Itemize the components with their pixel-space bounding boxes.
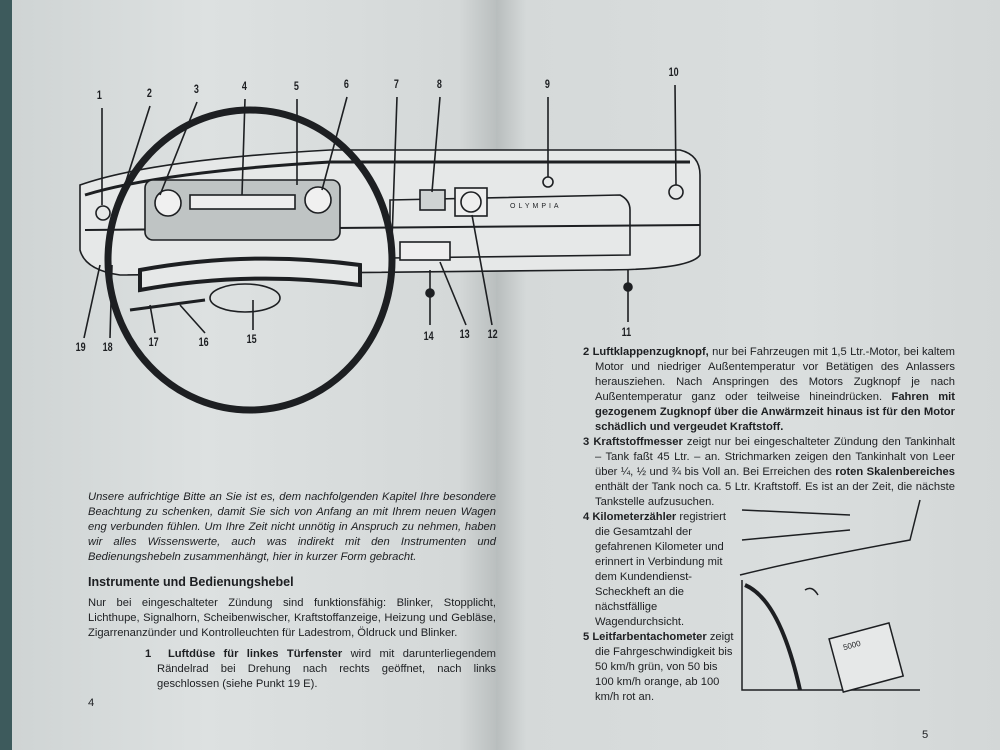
dashboard-badge: OLYMPIA bbox=[510, 203, 562, 210]
item-text: zeigt die Fahrgeschwindigkeit bis 50 km/… bbox=[595, 631, 734, 703]
intro-functions-paragraph: Nur bei eingeschalteter Zündung sind fun… bbox=[88, 597, 496, 639]
callout-15: 15 bbox=[246, 332, 257, 346]
item-number: 3 bbox=[583, 436, 590, 448]
item-text: enthält der Tank noch ca. 5 Ltr. Kraftst… bbox=[595, 481, 955, 508]
item-number: 2 bbox=[583, 346, 590, 358]
item-text: registriert die Gesamtzahl der gefahrene… bbox=[595, 511, 727, 628]
callout-5: 5 bbox=[293, 79, 299, 93]
item-number: 4 bbox=[583, 511, 590, 523]
intro-paragraph: Unsere aufrichtige Bitte an Sie ist es, … bbox=[88, 491, 496, 563]
callout-3: 3 bbox=[193, 82, 199, 96]
callout-16: 16 bbox=[198, 335, 209, 349]
section-heading: Instrumente und Bedienungshebel bbox=[88, 575, 294, 589]
item-bold-text: roten Skalenbereiches bbox=[835, 466, 955, 478]
callout-12: 12 bbox=[487, 327, 498, 341]
callout-17: 17 bbox=[148, 335, 159, 349]
callout-9: 9 bbox=[544, 77, 550, 91]
item-bold-text: Fahren mit gezogenem Zugknopf über die A… bbox=[595, 391, 955, 433]
right-page-text: 2 Luftklappenzugknopf, nur bei Fahrzeuge… bbox=[583, 345, 955, 705]
item-title: Luftdüse für linkes Türfenster bbox=[167, 648, 343, 660]
item-1: 1 Luftdüse für linkes Türfenster wird mi… bbox=[145, 647, 496, 692]
inset-drawing bbox=[739, 499, 921, 693]
item-title: Luftklappenzugknopf, bbox=[592, 346, 709, 358]
page-number-left: 4 bbox=[88, 697, 95, 709]
callout-14: 14 bbox=[423, 329, 434, 343]
callout-7: 7 bbox=[393, 77, 399, 91]
item-title: Leitfarbentachometer bbox=[592, 631, 707, 643]
callout-2: 2 bbox=[146, 86, 152, 100]
callout-11: 11 bbox=[621, 325, 632, 339]
callout-18: 18 bbox=[102, 340, 113, 354]
inset-drawing-area bbox=[737, 497, 955, 697]
item-2: 2 Luftklappenzugknopf, nur bei Fahrzeuge… bbox=[583, 345, 955, 435]
item-4: 4 Kilometerzähler registriert die Gesamt… bbox=[583, 510, 955, 630]
left-page-text: Unsere aufrichtige Bitte an Sie ist es, … bbox=[88, 490, 496, 711]
item-text: zeigt nur bei eingeschalteter Zündung de… bbox=[595, 436, 955, 478]
item-number: 5 bbox=[583, 631, 590, 643]
page-number-right: 5 bbox=[922, 729, 929, 741]
item-text: wird mit darunterliegendem Rändelrad bei… bbox=[157, 648, 497, 690]
callout-19: 19 bbox=[75, 340, 86, 354]
item-5: 5 Leitfarbentachometer zeigt die Fahrges… bbox=[583, 630, 955, 705]
callout-8: 8 bbox=[436, 77, 442, 91]
right-page bbox=[496, 0, 1000, 750]
callout-4: 4 bbox=[241, 79, 247, 93]
item-3: 3 Kraftstoffmesser zeigt nur bei eingesc… bbox=[583, 435, 955, 510]
callout-6: 6 bbox=[343, 77, 349, 91]
callout-1: 1 bbox=[96, 88, 102, 102]
item-text: nur bei Fahrzeugen mit 1,5 Ltr.-Motor, b… bbox=[595, 346, 955, 403]
item-title: Kraftstoffmesser bbox=[593, 436, 683, 448]
steering-wheel bbox=[104, 106, 396, 414]
left-page bbox=[12, 0, 498, 750]
item-number: 1 bbox=[145, 648, 152, 660]
callout-13: 13 bbox=[459, 327, 470, 341]
item-title: Kilometerzähler bbox=[592, 511, 677, 523]
callout-10: 10 bbox=[668, 65, 679, 79]
